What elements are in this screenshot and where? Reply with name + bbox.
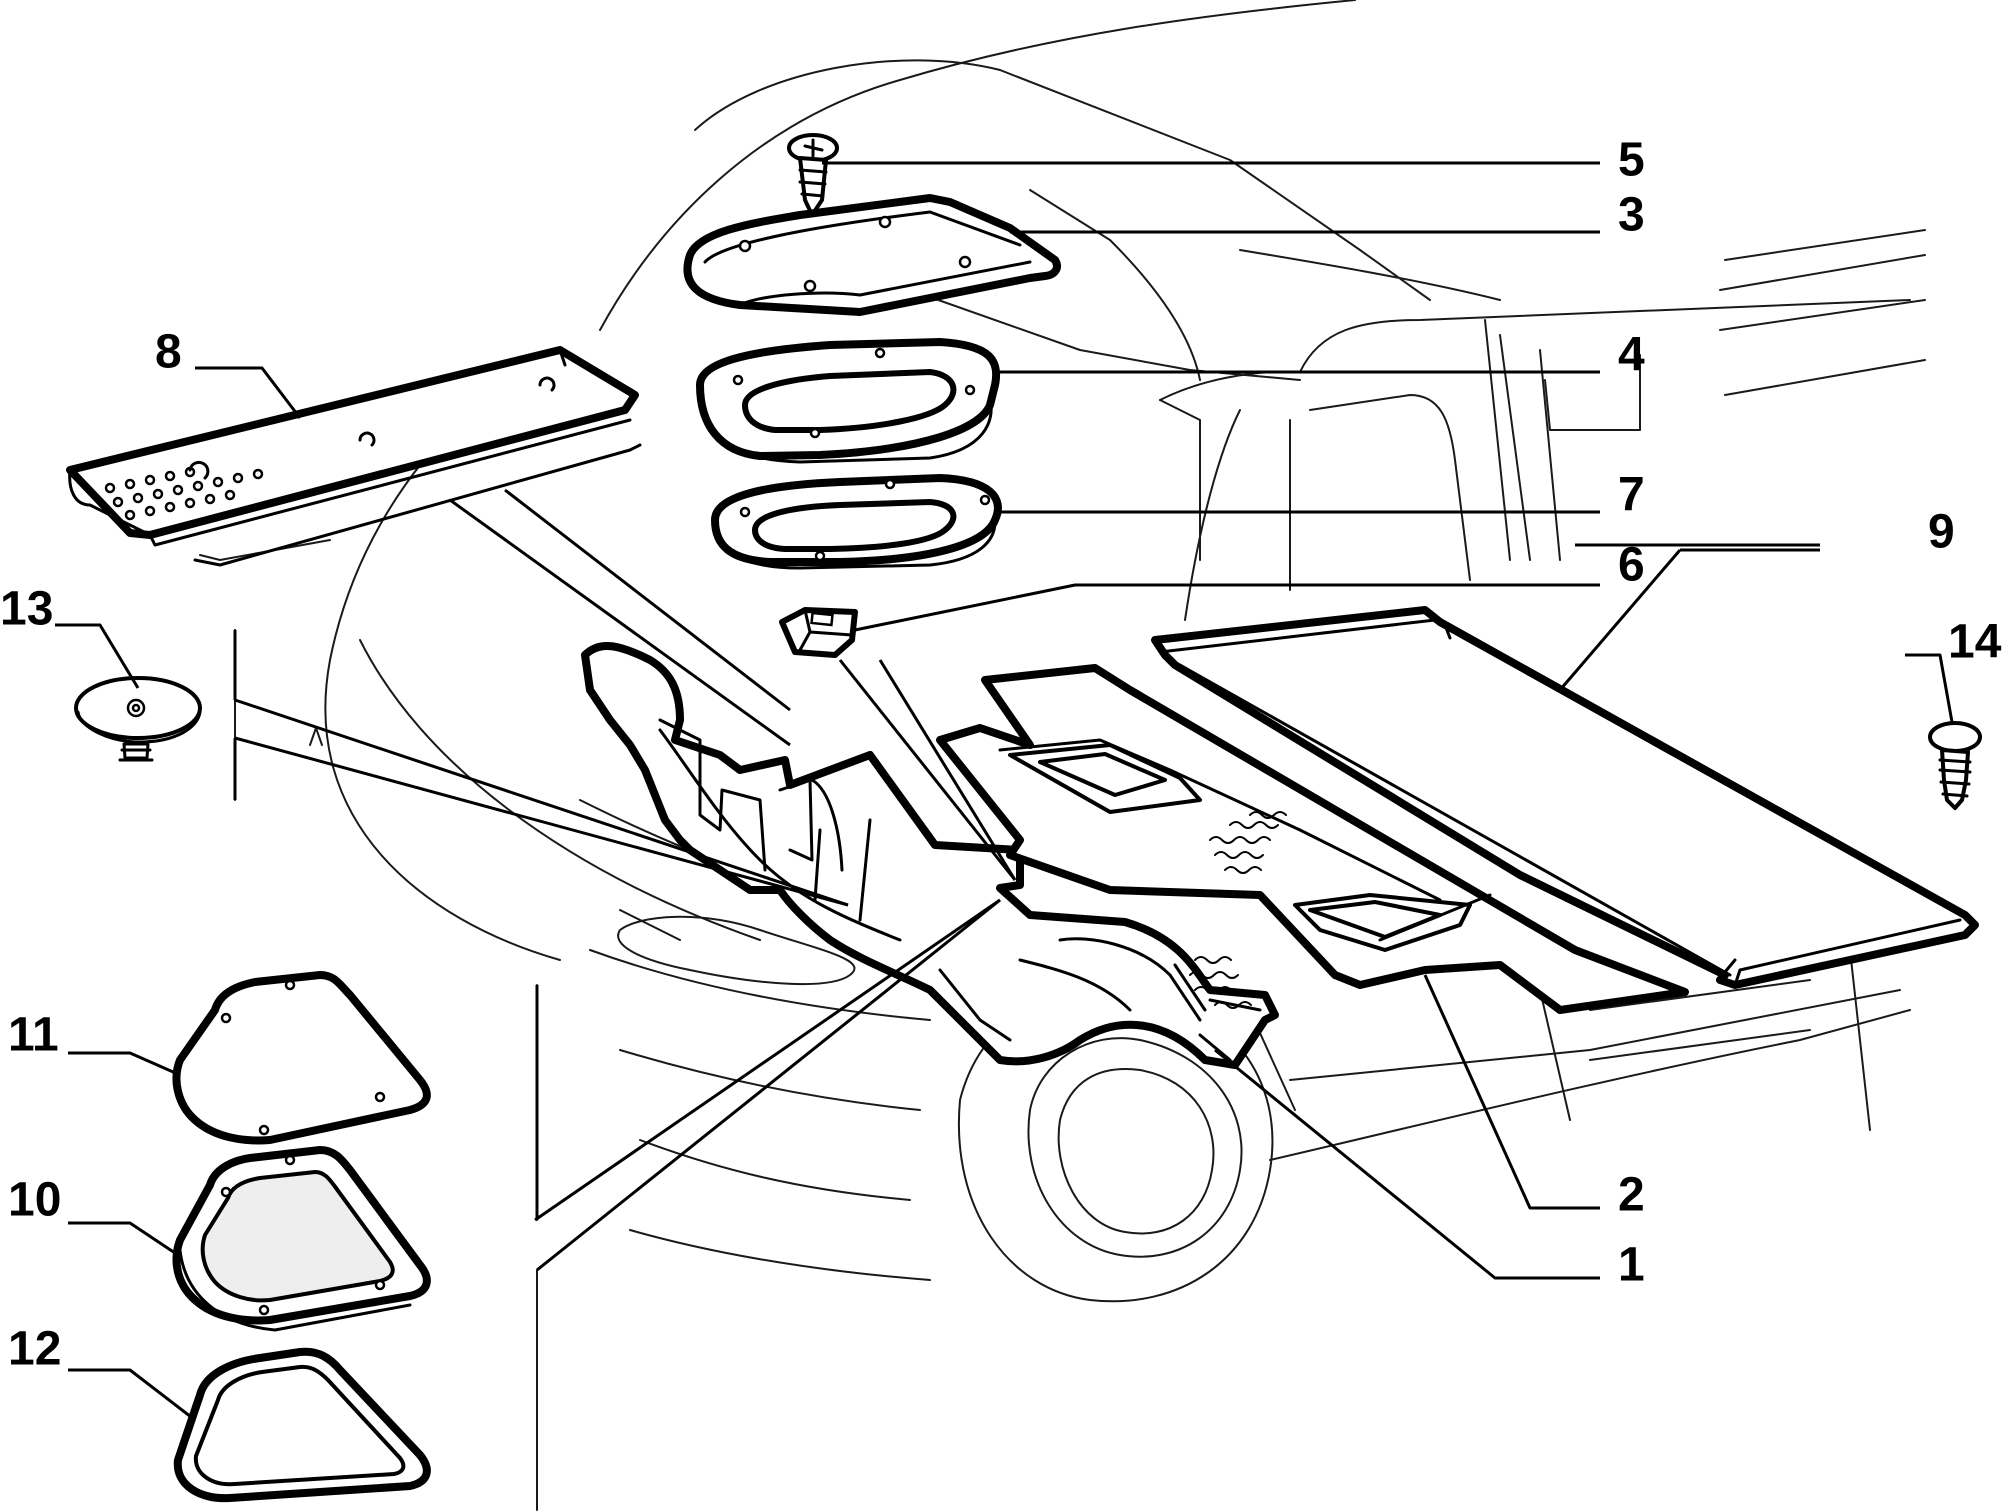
- callout-4: 4: [1618, 329, 1645, 382]
- part-1-floor-mat: [581, 641, 1279, 1069]
- part-5-screw: [787, 133, 839, 217]
- floor-texture: [1209, 811, 1287, 874]
- part-14-push-rivet: [1928, 721, 1982, 810]
- part-7-thin-gasket: [711, 474, 1002, 570]
- shelf-holes: [104, 376, 556, 521]
- part-13-round-cap: [74, 676, 202, 762]
- part-3-cover-plate: [683, 194, 1061, 316]
- part-4-gasket-ring: [696, 338, 1001, 464]
- part-12-triangular-seal: [173, 1347, 431, 1503]
- callout-7: 7: [1618, 469, 1645, 522]
- callout-3: 3: [1618, 189, 1645, 242]
- callout-11: 11: [8, 1009, 59, 1062]
- callout-10: 10: [8, 1174, 61, 1227]
- part-6-clip: [779, 607, 858, 658]
- callout-1: 1: [1618, 1239, 1645, 1292]
- mat-texture: [1189, 956, 1252, 1009]
- callout-14: 14: [1948, 616, 2002, 669]
- callout-5: 5: [1618, 134, 1645, 187]
- part-9-long-mat: [1151, 606, 1979, 989]
- callout-6: 6: [1618, 539, 1645, 592]
- callout-8: 8: [155, 326, 182, 379]
- callout-2: 2: [1618, 1169, 1645, 1222]
- part-2-boot-floor: [936, 664, 1689, 1014]
- callout-numbers: 5 3 4 7 6 9 2 1 8 13 14 11 10 12: [0, 134, 2002, 1376]
- part-11-triangular-cover: [172, 971, 431, 1145]
- callout-9: 9: [1928, 506, 1955, 559]
- callout-12: 12: [8, 1323, 61, 1376]
- callout-leaders: [55, 161, 1954, 1422]
- part-8-shelf-board: [66, 346, 642, 567]
- part-10-triangular-frame: [172, 1146, 431, 1332]
- assembly-lines: [233, 488, 1017, 1272]
- callout-13: 13: [0, 583, 53, 636]
